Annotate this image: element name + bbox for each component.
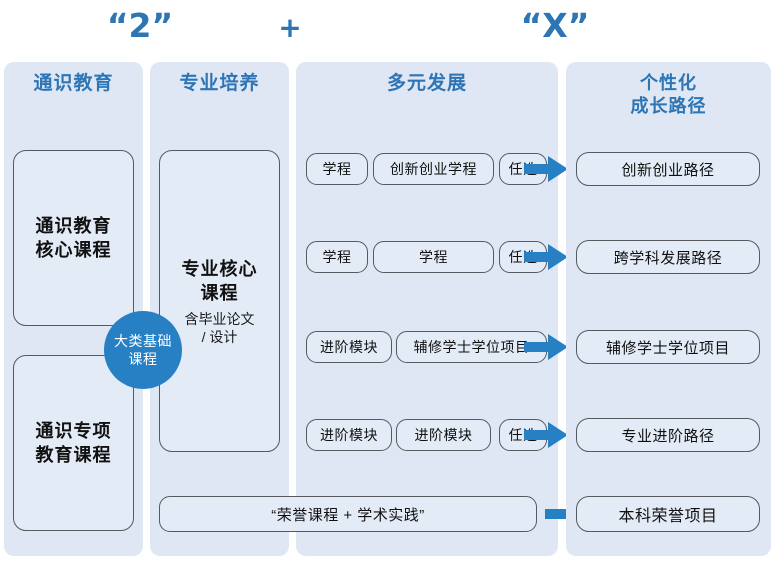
box-line-1: 专业核心 [181, 258, 258, 279]
column-title-line-1: 个性化 [640, 73, 697, 93]
formula-x-label: “X” [520, 6, 590, 45]
module-pill-r2c2[interactable]: 学程 [373, 241, 494, 273]
box-line-2: 核心课程 [35, 240, 112, 260]
column-diverse-development: 多元发展 [296, 62, 558, 556]
right-arrow-icon-row-3 [524, 334, 568, 360]
module-pill-r4c2[interactable]: 进阶模块 [396, 419, 491, 451]
module-pill-r3c2[interactable]: 辅修学士学位项目 [396, 331, 547, 363]
box-major-core-course[interactable]: 专业核心 课程 含毕业论文 / 设计 [159, 150, 280, 452]
module-pill-r3c1[interactable]: 进阶模块 [306, 331, 392, 363]
box-line-2: 教育课程 [35, 445, 112, 465]
right-arrow-icon-row-4 [524, 422, 568, 448]
box-subtext-line-1: 含毕业论文 [184, 310, 255, 327]
box-general-education-core-course[interactable]: 通识教育 核心课程 [13, 150, 134, 326]
box-line-1: 通识教育 [35, 216, 112, 236]
path-box-interdisciplinary[interactable]: 跨学科发展路径 [576, 240, 760, 274]
path-box-major-advancement[interactable]: 专业进阶路径 [576, 418, 760, 452]
path-box-minor-bachelor-degree[interactable]: 辅修学士学位项目 [576, 330, 760, 364]
column-title-general-education: 通识教育 [33, 73, 114, 94]
module-pill-r4c1[interactable]: 进阶模块 [306, 419, 392, 451]
path-box-undergraduate-honors[interactable]: 本科荣誉项目 [576, 496, 760, 532]
column-title-personalized-path: 个性化 成长路径 [566, 72, 771, 118]
column-title-line-2: 成长路径 [630, 96, 707, 116]
module-pill-r1c2[interactable]: 创新创业学程 [373, 153, 494, 185]
honors-program-pill[interactable]: “荣誉课程 + 学术实践” [159, 496, 537, 532]
circle-line-1: 大类基础 [114, 333, 172, 349]
column-personalized-path: 个性化 成长路径 [566, 62, 771, 556]
formula-plus-operator: + [278, 11, 302, 44]
path-box-innovation-entrepreneurship[interactable]: 创新创业路径 [576, 152, 760, 186]
box-line-1: 通识专项 [35, 421, 112, 441]
module-pill-r1c1[interactable]: 学程 [306, 153, 368, 185]
box-line-2: 课程 [200, 282, 239, 303]
right-arrow-icon-row-1 [524, 156, 568, 182]
right-arrow-icon-row-2 [524, 244, 568, 270]
circle-basic-discipline-course[interactable]: 大类基础 课程 [104, 311, 182, 389]
box-subtext-line-2: / 设计 [201, 328, 238, 345]
circle-line-2: 课程 [128, 351, 158, 367]
module-pill-r2c1[interactable]: 学程 [306, 241, 368, 273]
formula-two-label: “2” [106, 6, 174, 45]
box-general-education-special-course[interactable]: 通识专项 教育课程 [13, 355, 134, 531]
column-title-major-training: 专业培养 [179, 73, 260, 94]
column-title-diverse-development: 多元发展 [386, 73, 467, 94]
